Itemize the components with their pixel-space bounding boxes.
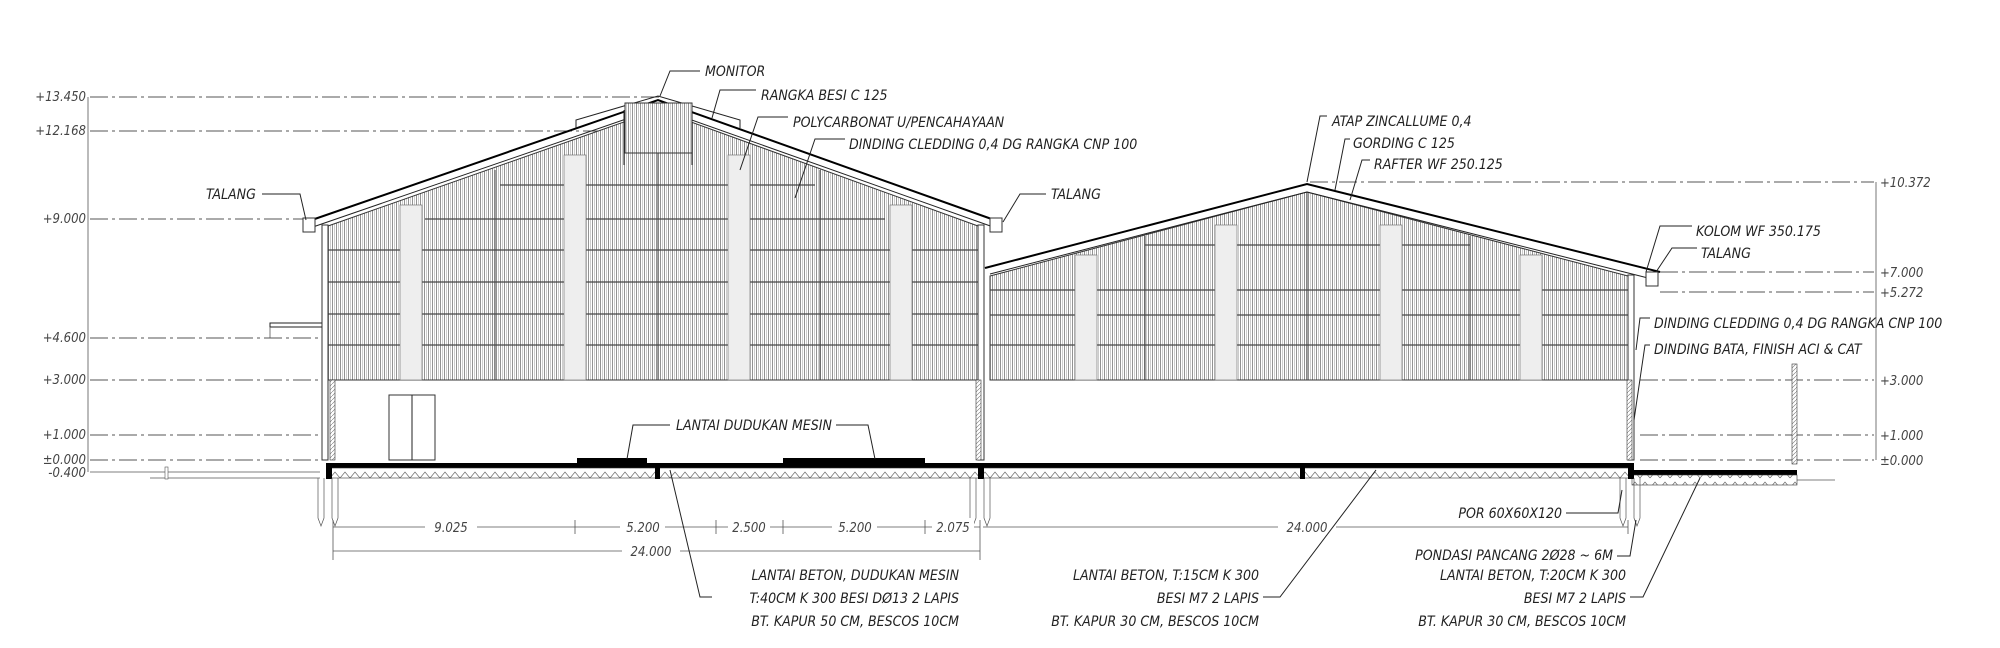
level-label: +12.168 [35, 124, 86, 139]
level-label: +7.000 [1880, 266, 1923, 281]
floor-notes: LANTAI BETON, DUDUKAN MESIN T:40CM K 300… [749, 568, 1626, 630]
label-cladding-left: DINDING CLEDDING 0,4 DG RANGKA CNP 100 [849, 137, 1137, 153]
label-talang-mid: TALANG [1051, 187, 1101, 203]
level-labels-left: +13.450 +12.168 +9.000 +4.600 +3.000 +1.… [35, 90, 86, 481]
label-por: POR 60X60X120 [1458, 506, 1562, 522]
note-right-line: LANTAI BETON, T:20CM K 300 [1440, 568, 1626, 584]
note-mid-line: LANTAI BETON, T:15CM K 300 [1073, 568, 1259, 584]
label-rafter: RAFTER WF 250.125 [1374, 157, 1503, 173]
label-cladding-right: DINDING CLEDDING 0,4 DG RANGKA CNP 100 [1654, 316, 1942, 332]
label-lantai-dudukan: LANTAI DUDUKAN MESIN [676, 418, 832, 434]
label-bata: DINDING BATA, FINISH ACI & CAT [1654, 342, 1863, 358]
level-label: -0.400 [48, 466, 86, 481]
dimension-label: 5.200 [838, 521, 871, 536]
note-left-line: T:40CM K 300 BESI DØ13 2 LAPIS [749, 591, 959, 607]
level-label: ±0.000 [1880, 454, 1923, 469]
dimension-label: 24.000 [631, 545, 672, 560]
level-labels-right: +10.372 +7.000 +5.272 +3.000 +1.000 ±0.0… [1880, 176, 1931, 469]
label-talang-right: TALANG [1701, 246, 1751, 262]
level-label: +10.372 [1880, 176, 1931, 191]
foundation-piles [317, 478, 1641, 527]
note-left-line: BT. KAPUR 50 CM, BESCOS 10CM [751, 614, 959, 630]
level-label: +13.450 [35, 90, 86, 105]
level-label: ±0.000 [43, 453, 86, 468]
level-label: +1.000 [43, 428, 86, 443]
note-mid-line: BT. KAPUR 30 CM, BESCOS 10CM [1051, 614, 1259, 630]
dimension-label: 2.075 [936, 521, 969, 536]
level-label: +9.000 [43, 212, 86, 227]
label-rangka: RANGKA BESI C 125 [761, 88, 888, 104]
dimension-labels: 9.025 5.200 2.500 5.200 2.075 24.000 24.… [425, 518, 1336, 560]
label-talang-left: TALANG [206, 187, 256, 203]
label-polycarbonat: POLYCARBONAT U/PENCAHAYAAN [793, 115, 1005, 131]
label-monitor: MONITOR [705, 64, 765, 80]
label-atap: ATAP ZINCALLUME 0,4 [1331, 114, 1471, 130]
dimension-label: 5.200 [626, 521, 659, 536]
label-gording: GORDING C 125 [1353, 136, 1455, 152]
floor-slabs [150, 463, 1798, 486]
note-right-line: BESI M7 2 LAPIS [1524, 591, 1626, 607]
level-label: +1.000 [1880, 429, 1923, 444]
leader-lines [262, 70, 1701, 598]
level-label: +5.272 [1880, 286, 1923, 301]
right-building [984, 182, 1835, 481]
dimension-label: 24.000 [1287, 521, 1328, 536]
level-lines-right [1310, 181, 1877, 461]
note-mid-line: BESI M7 2 LAPIS [1157, 591, 1259, 607]
label-kolom: KOLOM WF 350.175 [1696, 224, 1821, 240]
note-left-line: LANTAI BETON, DUDUKAN MESIN [752, 568, 960, 584]
level-label: +3.000 [43, 373, 86, 388]
annotation-labels: MONITOR RANGKA BESI C 125 POLYCARBONAT U… [206, 64, 1942, 564]
note-right-line: BT. KAPUR 30 CM, BESCOS 10CM [1418, 614, 1626, 630]
dimension-label: 9.025 [434, 521, 467, 536]
level-label: +3.000 [1880, 374, 1923, 389]
label-pondasi: PONDASI PANCANG 2Ø28 ~ 6M [1415, 548, 1613, 564]
left-building [269, 95, 1003, 464]
level-lines-left [87, 96, 660, 473]
dimension-label: 2.500 [732, 521, 765, 536]
level-label: +4.600 [43, 331, 86, 346]
